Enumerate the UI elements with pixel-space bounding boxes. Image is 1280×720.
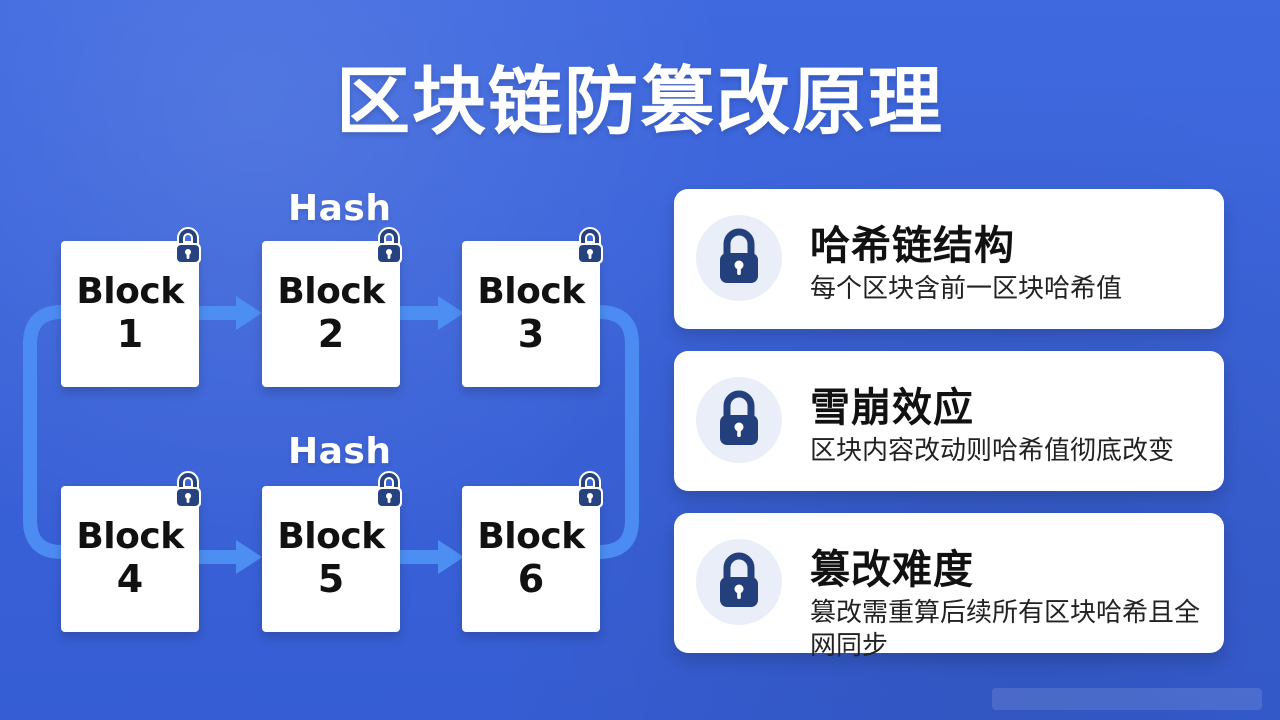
card-title: 雪崩效应 <box>810 385 974 431</box>
block-number-4: 4 <box>116 556 144 601</box>
card-title: 篡改难度 <box>810 547 974 593</box>
hash-label-bottom: Hash <box>288 431 392 472</box>
block-label-2: Block <box>277 271 385 313</box>
lock-icon-badge <box>696 539 782 625</box>
block-label-6: Block <box>477 516 585 558</box>
lock-icon <box>720 552 758 607</box>
block-card-6: Block 6 <box>462 486 600 632</box>
info-card-tamper-difficulty: 篡改难度 篡改需重算后续所有区块哈希且全网同步 <box>674 513 1224 661</box>
block-card-1: Block 1 <box>61 241 199 387</box>
block-number-2: 2 <box>317 311 345 356</box>
page-title: 区块链防篡改原理 <box>336 59 944 145</box>
block-label-3: Block <box>477 271 585 313</box>
card-description: 区块内容改动则哈希值彻底改变 <box>810 436 1175 466</box>
hash-label-top: Hash <box>288 188 392 229</box>
lock-icon <box>376 227 402 264</box>
watermark <box>992 688 1262 710</box>
lock-icon <box>720 228 758 283</box>
lock-icon <box>376 471 402 508</box>
info-card-avalanche: 雪崩效应 区块内容改动则哈希值彻底改变 <box>674 351 1224 491</box>
lock-icon-badge <box>696 377 782 463</box>
card-description: 篡改需重算后续所有区块哈希且全网同步 <box>810 598 1201 661</box>
lock-icon <box>720 390 758 445</box>
card-description: 每个区块含前一区块哈希值 <box>810 274 1123 304</box>
block-label-4: Block <box>76 516 184 558</box>
block-number-5: 5 <box>317 556 345 601</box>
lock-icon-badge <box>696 215 782 301</box>
lock-icon <box>577 227 603 264</box>
lock-icon <box>577 471 603 508</box>
block-label-1: Block <box>76 271 184 313</box>
block-card-2: Block 2 <box>262 241 400 387</box>
block-number-3: 3 <box>517 311 545 356</box>
block-card-4: Block 4 <box>61 486 199 632</box>
block-number-1: 1 <box>116 311 144 356</box>
block-number-6: 6 <box>517 556 545 601</box>
info-card-hash-chain: 哈希链结构 每个区块含前一区块哈希值 <box>674 189 1224 329</box>
card-title: 哈希链结构 <box>810 223 1015 269</box>
block-card-3: Block 3 <box>462 241 600 387</box>
block-card-5: Block 5 <box>262 486 400 632</box>
lock-icon <box>175 471 201 508</box>
lock-icon <box>175 227 201 264</box>
block-label-5: Block <box>277 516 385 558</box>
